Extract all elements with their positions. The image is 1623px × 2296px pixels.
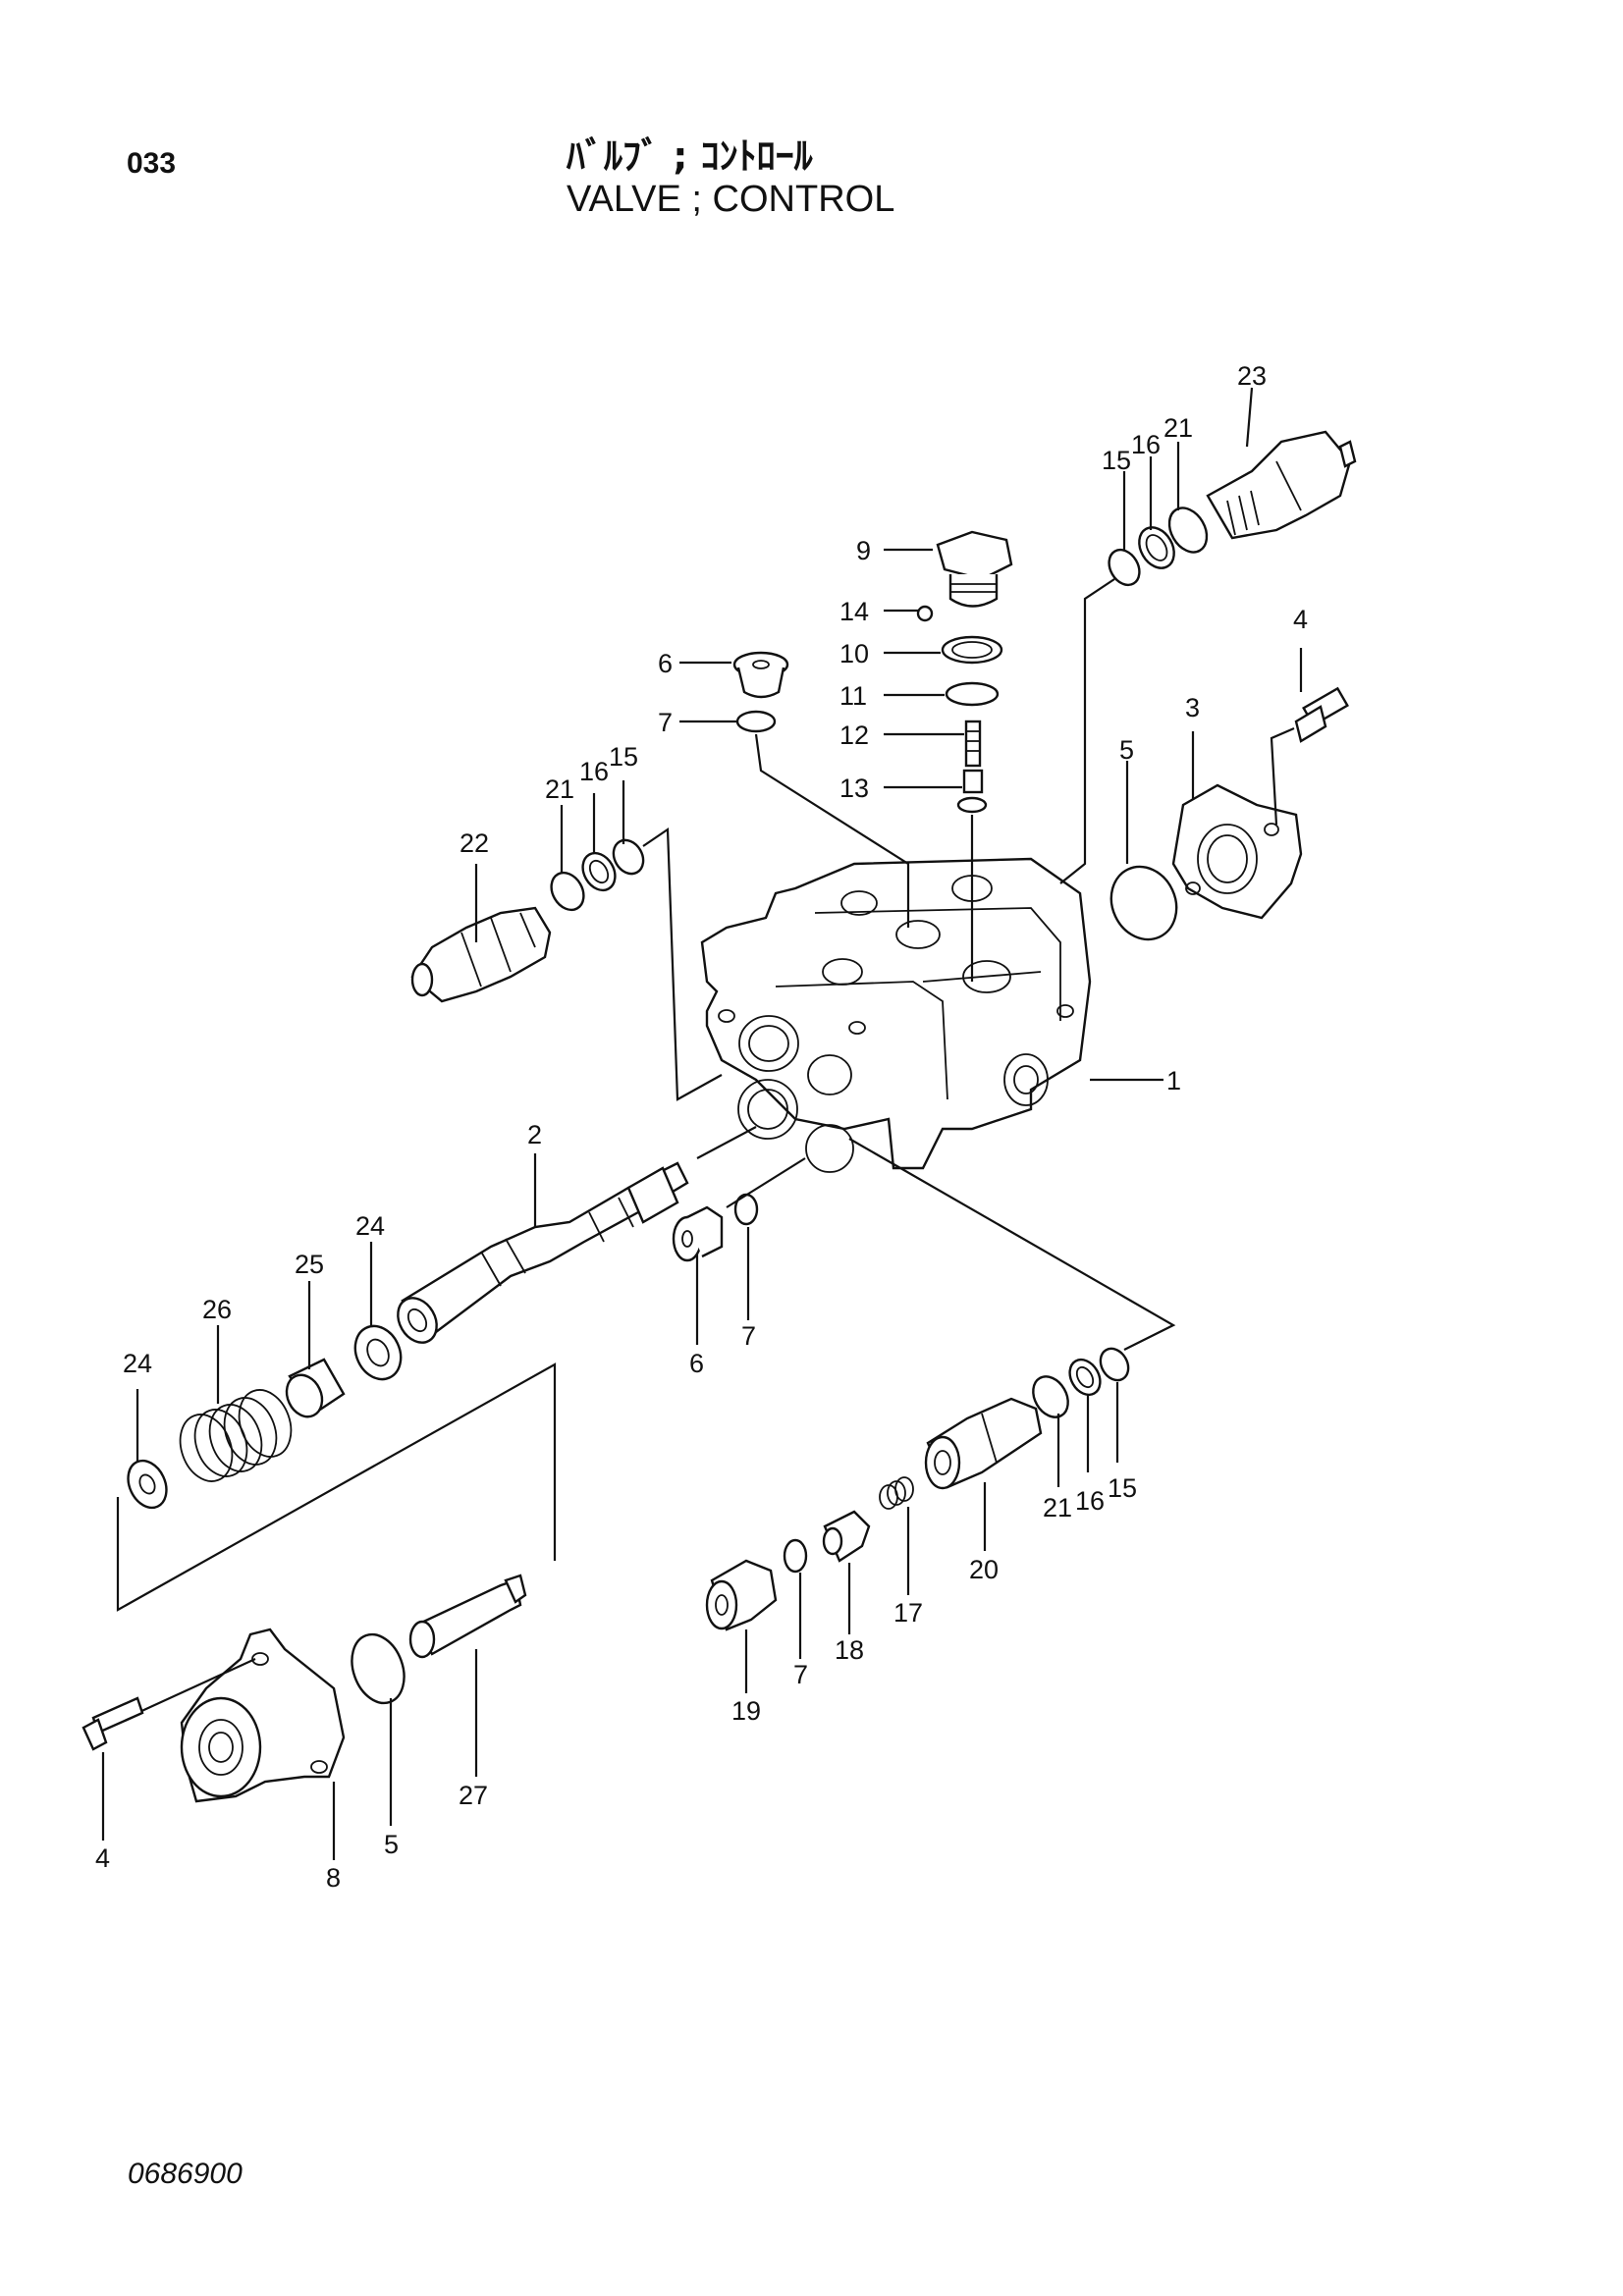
leader-15-right xyxy=(848,1138,1176,1351)
callout-24-upper: 24 xyxy=(355,1211,385,1241)
leader-6-body xyxy=(726,1157,806,1208)
callout-27: 27 xyxy=(459,1781,488,1810)
callout-5-top: 5 xyxy=(1119,735,1134,765)
plug-20 xyxy=(924,1397,1043,1490)
spring-seat-24-upper xyxy=(353,1324,403,1381)
leader-7-body xyxy=(754,733,910,928)
o-ring-7-lower xyxy=(783,1538,808,1574)
bolt-4-top xyxy=(1294,686,1349,743)
callout-21-right: 21 xyxy=(1043,1493,1072,1522)
plug-6-top xyxy=(732,651,789,699)
callout-16-top: 16 xyxy=(1131,430,1161,459)
callout-labels: 23 21 16 15 9 14 10 11 12 13 6 7 4 3 5 2… xyxy=(95,361,1308,1893)
leader-cap-bracket xyxy=(116,1362,557,1612)
callout-16-left: 16 xyxy=(579,757,609,786)
callout-17: 17 xyxy=(893,1598,923,1628)
callout-8: 8 xyxy=(326,1863,341,1893)
plug-19 xyxy=(705,1559,778,1631)
callout-22: 22 xyxy=(460,828,489,858)
callout-13: 13 xyxy=(839,774,869,803)
valve-body xyxy=(700,857,1092,1173)
o-ring-5-lower xyxy=(351,1632,406,1705)
spring-12 xyxy=(964,720,982,768)
callout-7-top: 7 xyxy=(658,708,673,737)
o-ring-21-right xyxy=(1032,1375,1069,1418)
relief-valve-23 xyxy=(1206,430,1357,540)
callout-25: 25 xyxy=(295,1250,324,1279)
page-number: 033 xyxy=(127,147,177,180)
plug-6-lower xyxy=(672,1205,724,1262)
leader-15-body xyxy=(1059,578,1115,884)
callout-19: 19 xyxy=(731,1696,761,1726)
callout-2: 2 xyxy=(527,1120,542,1149)
drawing-code: 0686900 xyxy=(128,2158,243,2190)
washer-10 xyxy=(941,635,1003,665)
ring-14 xyxy=(916,605,934,622)
backup-ring-16-top xyxy=(1138,526,1175,569)
leader-4-end-cap xyxy=(136,1658,256,1714)
callout-15-left: 15 xyxy=(609,742,638,772)
callout-5-lower: 5 xyxy=(384,1830,399,1859)
callout-21-top: 21 xyxy=(1163,413,1193,443)
callout-12: 12 xyxy=(839,721,869,750)
spring-26 xyxy=(179,1389,293,1482)
callout-11: 11 xyxy=(839,681,867,711)
callout-6-top: 6 xyxy=(658,649,673,678)
title-english: VALVE ; CONTROL xyxy=(567,179,895,220)
callout-20: 20 xyxy=(969,1555,999,1584)
spring-seat-24-lower xyxy=(127,1459,168,1510)
callout-16-right: 16 xyxy=(1075,1486,1105,1516)
title-japanese: ﾊﾞﾙﾌﾞ ; ｺﾝﾄﾛｰﾙ xyxy=(567,134,813,178)
o-ring-15-left xyxy=(612,838,645,876)
callout-26: 26 xyxy=(202,1295,232,1324)
o-ring-5-top xyxy=(1109,865,1178,941)
sleeve-27 xyxy=(408,1574,527,1659)
spool-2 xyxy=(397,1161,689,1344)
backup-ring-16-right xyxy=(1068,1358,1102,1397)
callout-21-left: 21 xyxy=(545,774,574,804)
relief-valve-22 xyxy=(410,906,552,1003)
callout-18: 18 xyxy=(835,1635,864,1665)
callout-4-lower: 4 xyxy=(95,1843,110,1873)
poppet-13 xyxy=(956,769,988,814)
callout-4-top: 4 xyxy=(1293,605,1308,634)
leader-15-left-body xyxy=(642,827,723,1101)
callout-1: 1 xyxy=(1166,1066,1181,1095)
callout-15-right: 15 xyxy=(1108,1473,1137,1503)
callout-7-lower: 7 xyxy=(793,1660,808,1689)
callout-3: 3 xyxy=(1185,693,1200,722)
callout-9: 9 xyxy=(856,536,871,565)
poppet-18 xyxy=(822,1510,871,1563)
callout-7-mid: 7 xyxy=(741,1321,756,1351)
plug-9 xyxy=(936,530,1013,608)
leader-2-body xyxy=(696,1126,757,1159)
o-ring-15-right xyxy=(1099,1347,1130,1382)
callout-15-top: 15 xyxy=(1102,446,1131,475)
backup-ring-16-left xyxy=(581,851,617,892)
bolt-4-lower xyxy=(81,1696,144,1751)
o-ring-21-top xyxy=(1167,507,1209,554)
cover-3 xyxy=(1171,783,1303,920)
o-ring-11 xyxy=(945,681,1000,707)
o-ring-7-top xyxy=(735,710,777,733)
spring-17 xyxy=(879,1476,914,1510)
callout-24-lower: 24 xyxy=(123,1349,152,1378)
callout-6-lower: 6 xyxy=(689,1349,704,1378)
callout-leaders xyxy=(101,387,1303,1860)
o-ring-21-left xyxy=(550,871,585,912)
callout-23-relief-top: 23 xyxy=(1237,361,1267,391)
end-cap-8 xyxy=(180,1628,346,1803)
callout-14: 14 xyxy=(839,597,869,626)
callout-10: 10 xyxy=(839,639,869,668)
o-ring-15-top xyxy=(1108,548,1141,587)
leader-4-cover xyxy=(1270,726,1295,826)
spacer-25 xyxy=(285,1358,346,1418)
